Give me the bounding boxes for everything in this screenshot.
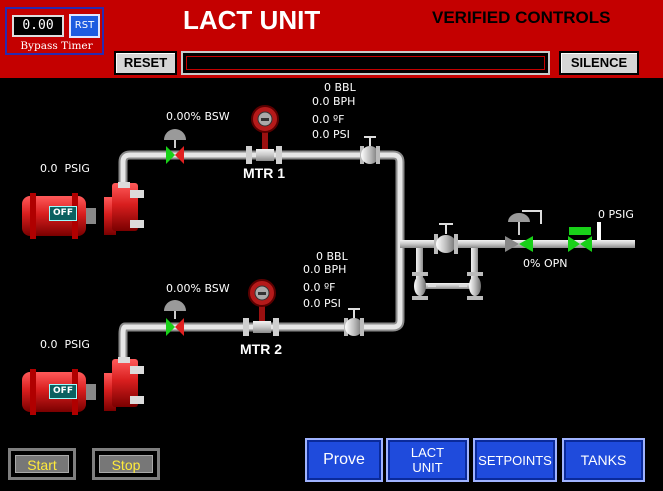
meter-2-icon[interactable] xyxy=(243,279,279,336)
lact-unit-nav-button[interactable]: LACT UNIT xyxy=(386,438,469,482)
start-button[interactable]: Start xyxy=(8,448,76,480)
bypass-timer-panel: 0.00 RST Bypass Timer xyxy=(5,7,104,55)
bsw-valve-2[interactable] xyxy=(164,300,186,336)
block-valve-1[interactable] xyxy=(360,136,380,164)
pump-1-status[interactable]: OFF xyxy=(49,206,77,221)
meter-2-temp: 0.0 ºF xyxy=(303,281,336,294)
check-valve[interactable] xyxy=(568,222,601,252)
tanks-nav-button[interactable]: TANKS xyxy=(562,438,645,482)
header-valve[interactable] xyxy=(434,223,458,254)
control-valve-open: 0% OPN xyxy=(523,257,568,270)
meter-2-bbl: 0 BBL xyxy=(316,250,348,263)
meter-2-bph: 0.0 BPH xyxy=(303,263,347,276)
meter-2-label: MTR 2 xyxy=(240,341,282,357)
control-valve[interactable] xyxy=(505,210,542,252)
meter-1-bsw: 0.00% BSW xyxy=(166,110,230,123)
company-name: VERIFIED CONTROLS xyxy=(432,8,611,27)
page-title: LACT UNIT xyxy=(183,5,321,35)
stop-button[interactable]: Stop xyxy=(92,448,160,480)
bypass-timer-label: Bypass Timer xyxy=(20,40,93,52)
meter-1-bph: 0.0 BPH xyxy=(312,95,356,108)
meter-2-bsw: 0.00% BSW xyxy=(166,282,230,295)
prover-valve-2[interactable] xyxy=(459,272,483,300)
meter-2-psi: 0.0 PSI xyxy=(303,297,341,310)
meter-1-icon[interactable] xyxy=(246,105,282,164)
block-valve-2[interactable] xyxy=(344,308,364,336)
bsw-valve-1[interactable] xyxy=(164,129,186,164)
pump-2-status[interactable]: OFF xyxy=(49,384,77,399)
prover-valve-1[interactable] xyxy=(412,272,436,300)
meter-1-label: MTR 1 xyxy=(243,165,285,181)
reset-button[interactable]: RESET xyxy=(114,51,177,75)
pump-2-pressure: 0.0 PSIG xyxy=(40,338,90,351)
outlet-pressure: 0 PSIG xyxy=(598,208,634,221)
bypass-timer-reset-button[interactable]: RST xyxy=(69,14,100,38)
alarm-banner xyxy=(181,51,550,75)
meter-1-temp: 0.0 ºF xyxy=(312,113,345,126)
alarm-text xyxy=(186,56,545,70)
meter-1-bbl: 0 BBL xyxy=(324,81,356,94)
pump-1[interactable] xyxy=(22,182,144,239)
pump-1-pressure: 0.0 PSIG xyxy=(40,162,90,175)
pump-2[interactable] xyxy=(22,357,144,415)
prove-nav-button[interactable]: Prove xyxy=(305,438,383,482)
header-bar: 0.00 RST Bypass Timer LACT UNIT VERIFIED… xyxy=(0,0,663,78)
setpoints-nav-button[interactable]: SETPOINTS xyxy=(473,438,557,482)
bypass-timer-value[interactable]: 0.00 xyxy=(12,15,64,37)
meter-1-psi: 0.0 PSI xyxy=(312,128,350,141)
silence-button[interactable]: SILENCE xyxy=(559,51,639,75)
